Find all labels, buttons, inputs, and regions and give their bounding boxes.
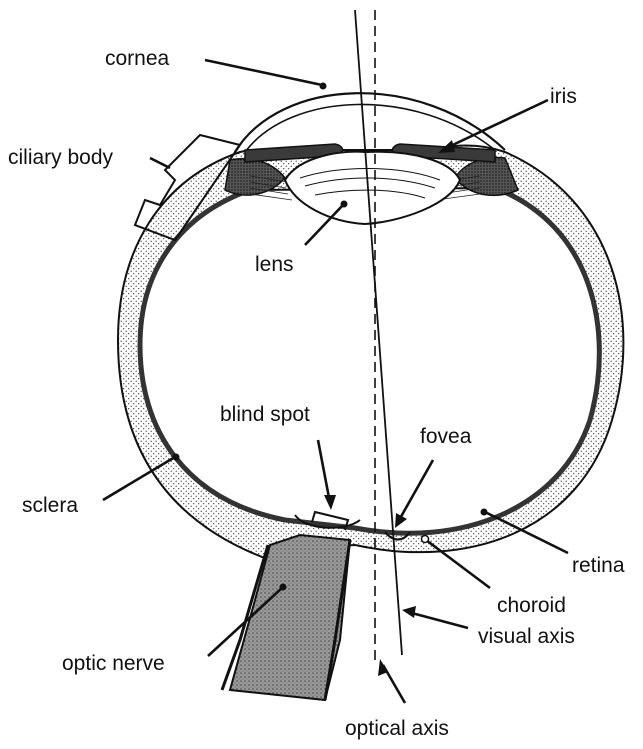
label-lens: lens (255, 253, 294, 276)
label-optical-axis: optical axis (345, 717, 449, 740)
ciliary-body-leader (150, 158, 170, 168)
cornea-shape (235, 93, 505, 152)
sclera-dot (173, 454, 180, 461)
retina-dot (481, 509, 488, 516)
choroid-dot (422, 536, 429, 543)
label-retina: retina (572, 554, 625, 577)
label-iris: iris (550, 85, 577, 108)
label-optic-nerve: optic nerve (62, 652, 165, 675)
lens-dot (341, 201, 348, 208)
label-cornea: cornea (105, 47, 170, 70)
cornea-dot (320, 83, 327, 90)
label-blind-spot: blind spot (220, 403, 310, 426)
label-fovea: fovea (420, 425, 472, 448)
label-visual-axis: visual axis (478, 625, 575, 648)
label-ciliary-body: ciliary body (8, 146, 114, 169)
visual-axis-leader (408, 612, 468, 628)
vitreous-body (140, 188, 599, 533)
label-choroid: choroid (497, 594, 566, 617)
cornea-leader (205, 60, 322, 85)
label-sclera: sclera (22, 494, 78, 517)
optic-nerve-dot (280, 584, 287, 591)
visual-axis-arrowhead (402, 606, 416, 618)
